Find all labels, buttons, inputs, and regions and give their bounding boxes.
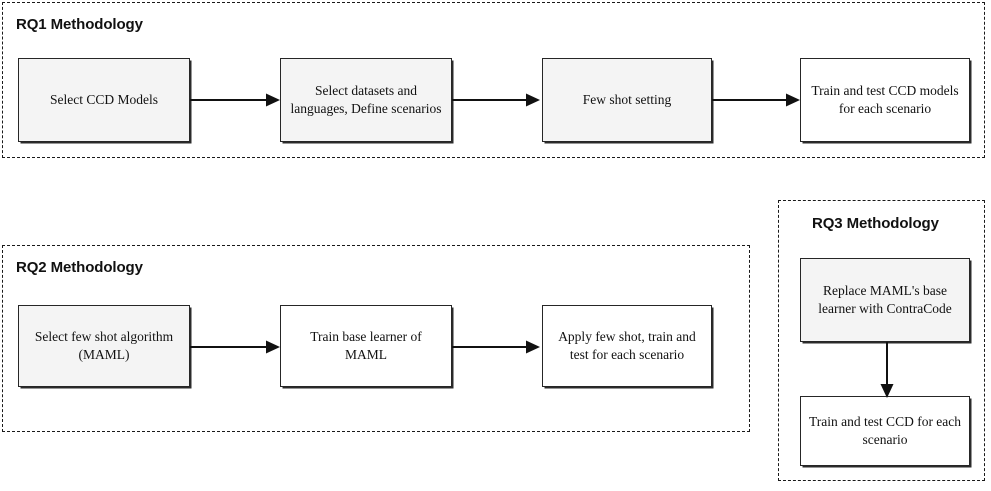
node-label: Train and test CCD for each scenario — [808, 414, 962, 447]
section-title-rq2: RQ2 Methodology — [16, 259, 143, 276]
arrow-right-icon — [452, 93, 540, 107]
node-select-ccd-models[interactable]: Select CCD Models — [18, 58, 190, 142]
node-select-few-shot-algorithm-maml[interactable]: Select few shot algorithm (MAML) — [18, 305, 190, 387]
node-label: Replace MAML's base learner with ContraC… — [818, 283, 952, 316]
node-label: Select datasets and languages, Define sc… — [290, 83, 442, 116]
node-train-test-ccd-models-each-scenario[interactable]: Train and test CCD models for each scena… — [800, 58, 970, 142]
node-label: Train and test CCD models for each scena… — [811, 83, 959, 116]
node-label: Apply few shot, train and test for each … — [558, 329, 696, 362]
section-title-rq3: RQ3 Methodology — [812, 215, 939, 232]
node-few-shot-setting[interactable]: Few shot setting — [542, 58, 712, 142]
node-label: Select CCD Models — [50, 92, 158, 108]
section-title-rq1: RQ1 Methodology — [16, 16, 143, 33]
arrow-down-icon — [880, 342, 894, 398]
arrow-right-icon — [190, 93, 280, 107]
node-label: Train base learner of MAML — [310, 329, 422, 362]
section-rq2 — [2, 245, 750, 432]
node-train-base-learner-of-maml[interactable]: Train base learner of MAML — [280, 305, 452, 387]
node-label: Select few shot algorithm (MAML) — [34, 329, 174, 362]
section-rq3 — [778, 200, 985, 481]
node-replace-maml-base-learner-with-contracode[interactable]: Replace MAML's base learner with ContraC… — [800, 258, 970, 342]
section-rq1 — [2, 2, 985, 158]
node-train-test-ccd-for-each-scenario[interactable]: Train and test CCD for each scenario — [800, 396, 970, 466]
node-label: Few shot setting — [582, 92, 672, 108]
arrow-right-icon — [190, 340, 280, 354]
arrow-right-icon — [452, 340, 540, 354]
node-select-datasets-languages-define-scenarios[interactable]: Select datasets and languages, Define sc… — [280, 58, 452, 142]
arrow-right-icon — [712, 93, 800, 107]
node-apply-few-shot-train-test-each-scenario[interactable]: Apply few shot, train and test for each … — [542, 305, 712, 387]
